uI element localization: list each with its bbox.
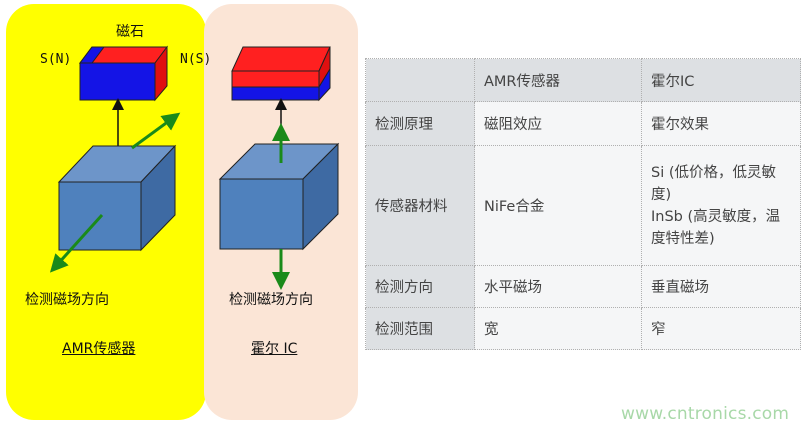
pole-label-left: S(N): [40, 52, 72, 67]
header-cell-empty: [365, 58, 475, 102]
header-cell-hall: 霍尔IC: [641, 58, 801, 102]
hall-direction-label: 检测磁场方向: [229, 292, 313, 308]
amr-magnet-icon: [79, 45, 168, 102]
amr-cell: 磁阻效应: [474, 101, 642, 146]
pole-label-right: N(S): [180, 52, 212, 67]
comparison-table: AMR传感器 霍尔IC 检测原理 磁阻效应 霍尔效果 传感器材料 NiFe合金 …: [365, 58, 801, 350]
row-label: 检测原理: [365, 101, 475, 146]
table-row: 检测方向 水平磁场 垂直磁场: [365, 265, 801, 308]
hall-caption: 霍尔 IC: [251, 341, 298, 357]
sensor-diagram: [49, 45, 340, 290]
amr-direction-label: 检测磁场方向: [25, 292, 109, 308]
table-header-row: AMR传感器 霍尔IC: [365, 58, 801, 102]
hall-cell: 垂直磁场: [641, 265, 801, 308]
watermark: www.cntronics.com: [621, 404, 790, 424]
row-label: 传感器材料: [365, 145, 475, 266]
magnet-label: 磁石: [116, 24, 144, 40]
hall-cell: 窄: [641, 307, 801, 350]
amr-caption: AMR传感器: [62, 341, 136, 357]
table-row: 检测范围 宽 窄: [365, 307, 801, 350]
hall-sensor-cube-icon: [218, 142, 340, 251]
amr-cell: NiFe合金: [474, 145, 642, 266]
table-row: 传感器材料 NiFe合金 Si (低价格，低灵敏度) InSb (高灵敏度，温度…: [365, 145, 801, 266]
row-label: 检测范围: [365, 307, 475, 350]
row-label: 检测方向: [365, 265, 475, 308]
hall-cell: Si (低价格，低灵敏度) InSb (高灵敏度，温度特性差): [641, 145, 801, 266]
amr-cell: 宽: [474, 307, 642, 350]
header-cell-amr: AMR传感器: [474, 58, 642, 102]
amr-cell: 水平磁场: [474, 265, 642, 308]
hall-magnet-icon: [231, 46, 331, 102]
amr-sensor-cube-icon: [57, 144, 177, 252]
hall-cell: 霍尔效果: [641, 101, 801, 146]
table-row: 检测原理 磁阻效应 霍尔效果: [365, 101, 801, 146]
